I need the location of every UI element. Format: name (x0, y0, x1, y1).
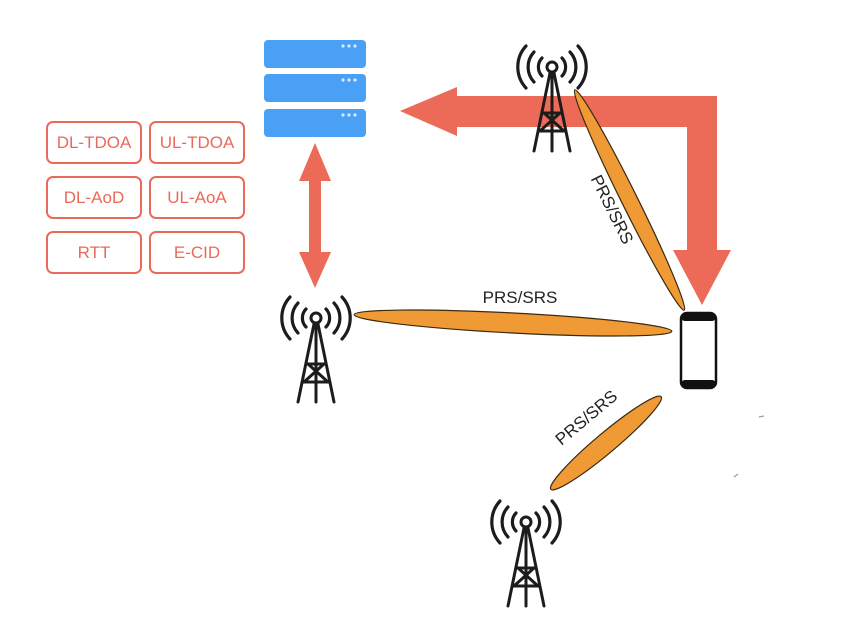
method-ul-aoa: UL-AoA (149, 176, 245, 219)
beam-bottom: PRS/SRS (549, 387, 663, 491)
method-label: E-CID (173, 242, 221, 262)
method-label: UL-AoA (167, 187, 227, 207)
method-rtt: RTT (46, 231, 142, 274)
method-label: DL-TDOA (56, 132, 132, 152)
method-e-cid: E-CID (149, 231, 245, 274)
beam-left: PRS/SRS (353, 288, 673, 337)
double-arrow-server-to-tower (299, 143, 331, 288)
elbow-arrow-ue-to-server (400, 87, 731, 305)
method-ul-tdoa: UL-TDOA (149, 121, 245, 164)
method-label: DL-AoD (63, 187, 125, 207)
method-label: RTT (77, 242, 111, 262)
stray-marks (733, 415, 765, 478)
cell-tower-icon (280, 295, 352, 404)
server-icon (264, 40, 366, 137)
arrow-vertical-bar (687, 96, 717, 252)
beam-label: PRS/SRS (483, 288, 558, 307)
cell-tower-icon (490, 499, 562, 608)
method-label: UL-TDOA (159, 132, 235, 152)
smartphone-icon (679, 311, 718, 390)
method-dl-tdoa: DL-TDOA (46, 121, 142, 164)
method-dl-aod: DL-AoD (46, 176, 142, 219)
arrow-head-left (400, 87, 457, 136)
arrow-head-down (673, 250, 731, 305)
